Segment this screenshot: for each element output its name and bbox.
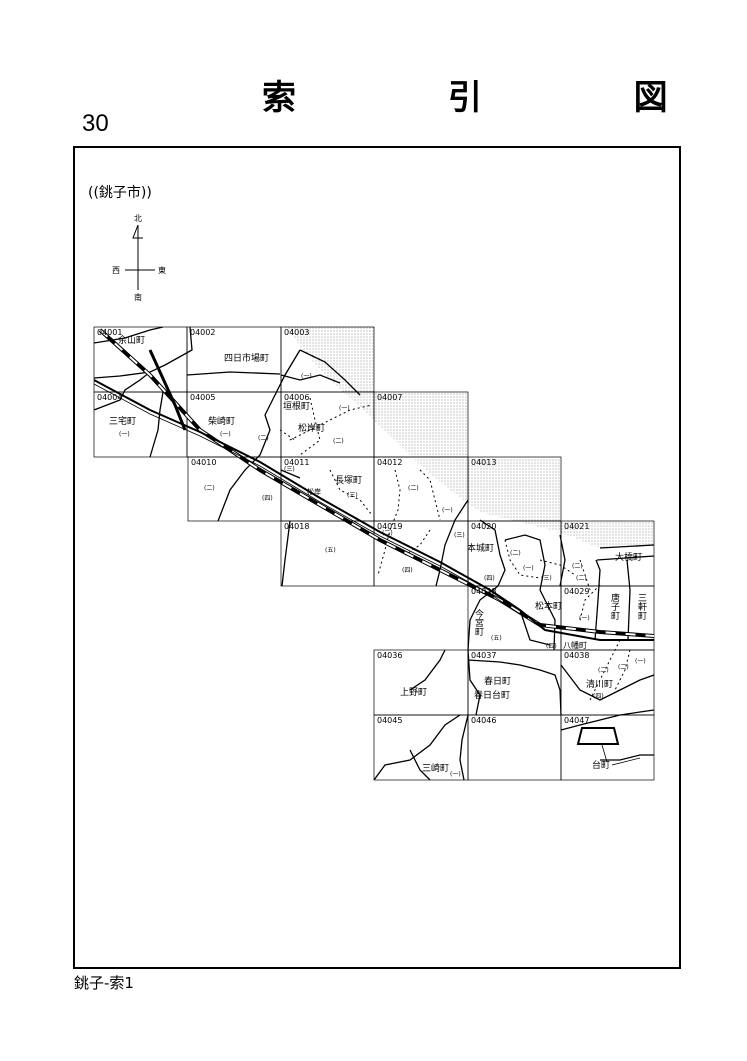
dai-cho-outline [576, 727, 620, 745]
compass-north-label: 北 [134, 214, 142, 223]
chome-kakine-2: (二) [204, 485, 215, 492]
town-kasuga: 春日町 [484, 675, 511, 687]
town-sanken: 三軒町 [636, 593, 647, 620]
tile-04038[interactable]: 04038 [564, 651, 589, 660]
tile-labels: 04001 04002 04003 04004 04005 04006 0400… [97, 328, 589, 725]
compass-east-label: 東 [158, 265, 166, 275]
chome-labels: (一) (一) (二) (一) (一) (二) (三) (三) (二) (四) … [119, 373, 646, 778]
chome-29-1: (一) [579, 615, 590, 622]
chome-21-2: (二) [572, 563, 583, 570]
compass-west-label: 西 [112, 266, 120, 275]
tile-04021[interactable]: 04021 [564, 522, 589, 531]
tile-04037[interactable]: 04037 [471, 651, 496, 660]
map-frame [73, 146, 681, 969]
chome-38-2: (二) [598, 667, 609, 674]
tile-04029[interactable]: 04029 [564, 587, 589, 596]
tile-04002[interactable]: 04002 [190, 328, 215, 337]
station-matsugishi: 松岸 [307, 487, 321, 496]
town-honjo: 本城町 [467, 542, 494, 554]
chome-yokkaichiba-1: (一) [301, 373, 312, 380]
tile-04010[interactable]: 04010 [191, 458, 216, 467]
town-kasugadai: 春日台町 [474, 689, 510, 701]
tile-04028[interactable]: 04028 [471, 587, 496, 596]
chome-19-4: (四) [402, 567, 413, 574]
tile-04005[interactable]: 04005 [190, 393, 215, 402]
town-shibasaki: 柴崎町 [208, 415, 235, 427]
tile-04019[interactable]: 04019 [377, 522, 402, 531]
tile-04006[interactable]: 04006 [284, 393, 309, 402]
town-karako: 唐子町 [609, 592, 620, 620]
chome-kakine-4: (四) [262, 495, 273, 502]
chome-matsugishi-1: (一) [339, 405, 350, 412]
chome-18-5: (五) [325, 547, 336, 554]
tile-04036[interactable]: 04036 [377, 651, 402, 660]
chome-20-3b: (三) [541, 575, 552, 582]
chome-19-2: (二) [382, 530, 393, 537]
chome-12-2: (二) [408, 485, 419, 492]
tile-04011[interactable]: 04011 [284, 458, 309, 467]
chome-nagatsuka-3a: (三) [284, 466, 295, 473]
town-uwano: 上野町 [400, 687, 427, 698]
tile-04018[interactable]: 04018 [284, 522, 309, 531]
town-kakine: 垣根町 [283, 400, 310, 412]
chome-38-1: (一) [635, 658, 646, 665]
chome-12-1: (一) [442, 507, 453, 514]
chome-20-4: (四) [484, 575, 495, 582]
chome-nagatsuka-3b: (三) [347, 492, 358, 499]
town-imamiya: 今宮町 [473, 608, 484, 636]
page-number: 30 [82, 110, 109, 137]
town-yosan: 余山町 [118, 334, 145, 346]
chome-20-1: (一) [523, 565, 534, 572]
tile-04012[interactable]: 04012 [377, 458, 402, 467]
town-yawata: 八幡町 [563, 640, 587, 650]
town-labels: 余山町 四日市場町 三宅町 柴崎町 垣根町 松岸町 長塚町 本城町 大橋町 松本… [109, 334, 642, 774]
chome-matsugishi-2: (二) [333, 438, 344, 445]
sea-area [285, 327, 654, 548]
compass-south-label: 南 [134, 292, 142, 302]
compass [125, 224, 155, 290]
tile-04001[interactable]: 04001 [97, 328, 122, 337]
tile-04047[interactable]: 04047 [564, 716, 589, 725]
chome-38-4: (四) [593, 693, 604, 700]
chome-shibasaki-2: (二) [258, 435, 269, 442]
dai-cho-leader [601, 744, 608, 763]
town-ohashi: 大橋町 [615, 551, 642, 563]
town-matsugishi: 松岸町 [298, 422, 325, 434]
tile-04004[interactable]: 04004 [97, 393, 122, 402]
railway [94, 328, 654, 641]
tile-04045[interactable]: 04045 [377, 716, 402, 725]
tile-grid [93, 326, 655, 781]
dai-cho-leader-2 [611, 757, 641, 766]
chome-28-4: (四) [546, 643, 557, 650]
chome-38-2b: (二) [618, 664, 629, 671]
chome-20-3: (三) [454, 532, 465, 539]
tile-04003[interactable]: 04003 [284, 328, 309, 337]
chome-shibasaki-1: (一) [220, 431, 231, 438]
town-misaki: 三崎町 [422, 762, 449, 774]
tile-04020[interactable]: 04020 [471, 522, 496, 531]
town-kiyokawa: 清川町 [586, 678, 613, 690]
chome-28-5: (五) [491, 635, 502, 642]
town-nagatsuka: 長塚町 [335, 475, 362, 486]
page-title: 索 引 図 [262, 78, 738, 118]
city-label: ((銚子市)) [88, 185, 152, 201]
vertical-town-labels: 今宮町 唐子町 三軒町 [473, 592, 647, 636]
town-sanyake: 三宅町 [109, 415, 136, 427]
town-yokkaichiba: 四日市場町 [224, 352, 269, 364]
chome-misaki-1: (一) [450, 771, 461, 778]
tile-04007[interactable]: 04007 [377, 393, 402, 402]
tile-04013[interactable]: 04013 [471, 458, 496, 467]
town-matsumoto: 松本町 [535, 600, 562, 612]
chome-yosan-1: (一) [119, 431, 130, 438]
chome-21-2b: (二) [576, 575, 587, 582]
footer-label: 銚子-索1 [74, 974, 134, 992]
tile-04046[interactable]: 04046 [471, 716, 496, 725]
chome-boundaries [279, 397, 631, 701]
town-dai: 台町 [592, 759, 610, 771]
chome-20-2: (二) [510, 550, 521, 557]
